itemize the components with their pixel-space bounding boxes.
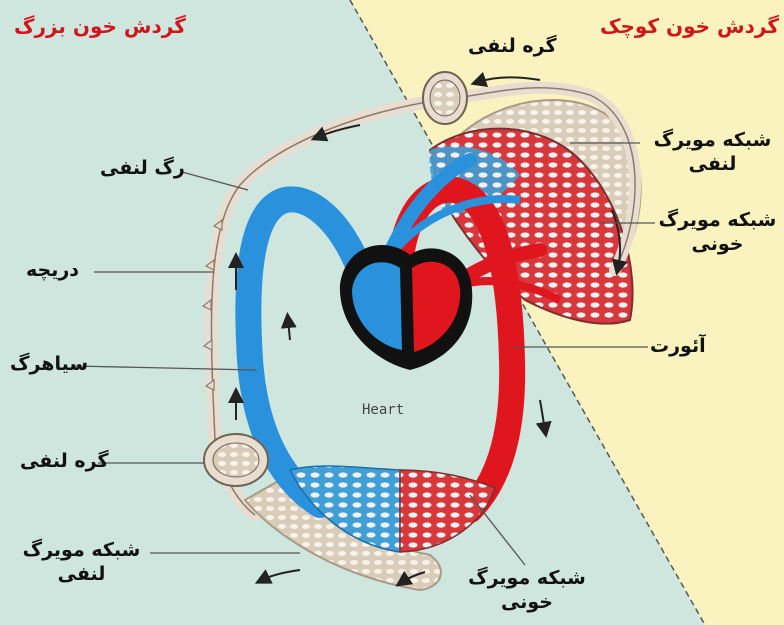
heart-label: Heart [362,402,404,418]
lymph-capillary-right-line1: شبکه مویرگ [650,128,775,152]
lymph-node-bottom [204,434,268,486]
lymph-capillary-left-line2: لنفی [14,562,149,586]
lymph-capillary-left-label: شبکه مویرگ لنفی [14,538,149,586]
lymph-vessel-label: رگ لنفی [100,156,185,180]
blood-capillary-right-line1: شبکه مویرگ [655,208,780,232]
lymph-node-top [423,72,467,124]
blood-capillary-bottom-line2: خونی [462,590,592,614]
lymph-node-top-label: گره لنفی [468,34,557,58]
lymph-capillary-left-line1: شبکه مویرگ [14,538,149,562]
vein-label: سیاهرگ [10,352,88,376]
aorta-label: آئورت [650,334,706,358]
lymph-capillary-right-line2: لنفی [650,152,775,176]
pulmonary-circulation-title: گردش خون کوچک [600,14,779,38]
valve-label: دریچه [26,258,79,282]
blood-capillary-bottom-line1: شبکه مویرگ [462,566,592,590]
lymph-node-bottom-label: گره لنفی [20,449,109,473]
blood-capillary-right-label: شبکه مویرگ خونی [655,208,780,256]
systemic-circulation-title: گردش خون بزرگ [14,14,186,38]
blood-capillary-right-line2: خونی [655,232,780,256]
lymph-capillary-right-label: شبکه مویرگ لنفی [650,128,775,176]
blood-capillary-bottom-label: شبکه مویرگ خونی [462,566,592,614]
